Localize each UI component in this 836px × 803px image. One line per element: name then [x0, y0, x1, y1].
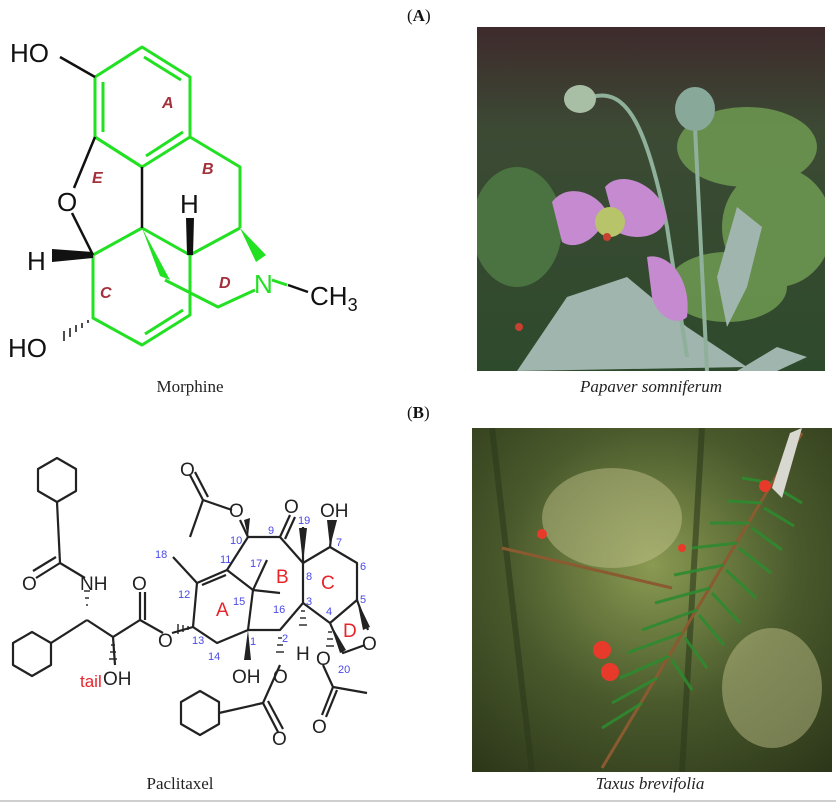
ring-label-d: D	[343, 621, 357, 642]
atom-o-amide: O	[22, 574, 37, 595]
atom-number-17: 17	[250, 558, 262, 570]
ring-label-a: A	[161, 95, 174, 112]
papaver-caption: Papaver somniferum	[579, 377, 723, 396]
atom-ch3: CH3	[310, 281, 358, 315]
morphine-structure: HO O H HO H N CH3 A B C D E	[8, 38, 358, 363]
atom-number-2: 2	[282, 633, 288, 645]
ring-label-b: B	[276, 567, 289, 588]
atom-o-acetate: O	[312, 717, 327, 738]
atom-h-bridge: H	[180, 189, 199, 219]
atom-number-11: 11	[220, 554, 231, 566]
taxus-caption: Taxus brevifolia	[595, 774, 705, 793]
ring-label-d: D	[219, 275, 231, 292]
atom-ho-bottom: HO	[8, 333, 47, 363]
atom-o-10: O	[229, 501, 244, 522]
atom-o-acetyl: O	[180, 460, 195, 481]
atom-number-20: 20	[338, 664, 350, 676]
atom-h-left: H	[27, 246, 46, 276]
atom-number-14: 14	[208, 651, 220, 663]
paclitaxel-structure: O NH O O OH OH O H O O O O O OH O O tail…	[11, 456, 377, 750]
atom-number-16: 16	[273, 604, 285, 616]
atom-number-12: 12	[178, 589, 190, 601]
atom-oh-tail: OH	[103, 669, 132, 690]
atom-o-9: O	[284, 497, 299, 518]
atom-o-13: O	[158, 631, 173, 652]
atom-oh-7: OH	[320, 501, 349, 522]
atom-oh-1: OH	[232, 667, 261, 688]
atom-number-18: 18	[155, 549, 167, 561]
atom-o-oxetane: O	[362, 634, 377, 655]
atom-number-8: 8	[306, 571, 312, 583]
atom-number-4: 4	[326, 606, 332, 618]
atom-number-5: 5	[360, 594, 366, 606]
tail-label: tail	[80, 672, 102, 691]
atom-number-9: 9	[268, 525, 274, 537]
ring-label-b: B	[202, 161, 214, 178]
atom-number-7: 7	[336, 537, 342, 549]
atom-number-15: 15	[233, 596, 245, 608]
atom-number-13: 13	[192, 635, 204, 647]
atom-o-benzoate: O	[272, 729, 287, 750]
atom-number-6: 6	[360, 561, 366, 573]
panel-label-a: (A)	[407, 6, 431, 25]
atom-number-3: 3	[306, 596, 312, 608]
bottom-divider	[0, 800, 836, 802]
atom-h-3: H	[296, 644, 310, 665]
ring-label-a: A	[216, 600, 229, 621]
atom-number-19: 19	[298, 515, 310, 527]
morphine-caption: Morphine	[156, 377, 224, 396]
atom-n: N	[254, 269, 273, 299]
atom-o-ring: O	[57, 187, 77, 217]
paclitaxel-caption: Paclitaxel	[146, 774, 214, 793]
atom-nh: NH	[80, 574, 107, 595]
taxus-brevifolia-photo	[472, 428, 832, 772]
atom-o-2: O	[273, 667, 288, 688]
atom-number-10: 10	[230, 535, 242, 547]
panel-label-b: (B)	[407, 403, 430, 422]
ring-label-e: E	[92, 170, 104, 187]
atom-o-4: O	[316, 649, 331, 670]
atom-number-1: 1	[250, 636, 256, 648]
atom-ho-top: HO	[10, 38, 49, 68]
papaver-somniferum-photo	[477, 27, 825, 371]
ring-label-c: C	[321, 573, 335, 594]
ring-label-c: C	[100, 285, 112, 302]
atom-o-ester: O	[132, 574, 147, 595]
